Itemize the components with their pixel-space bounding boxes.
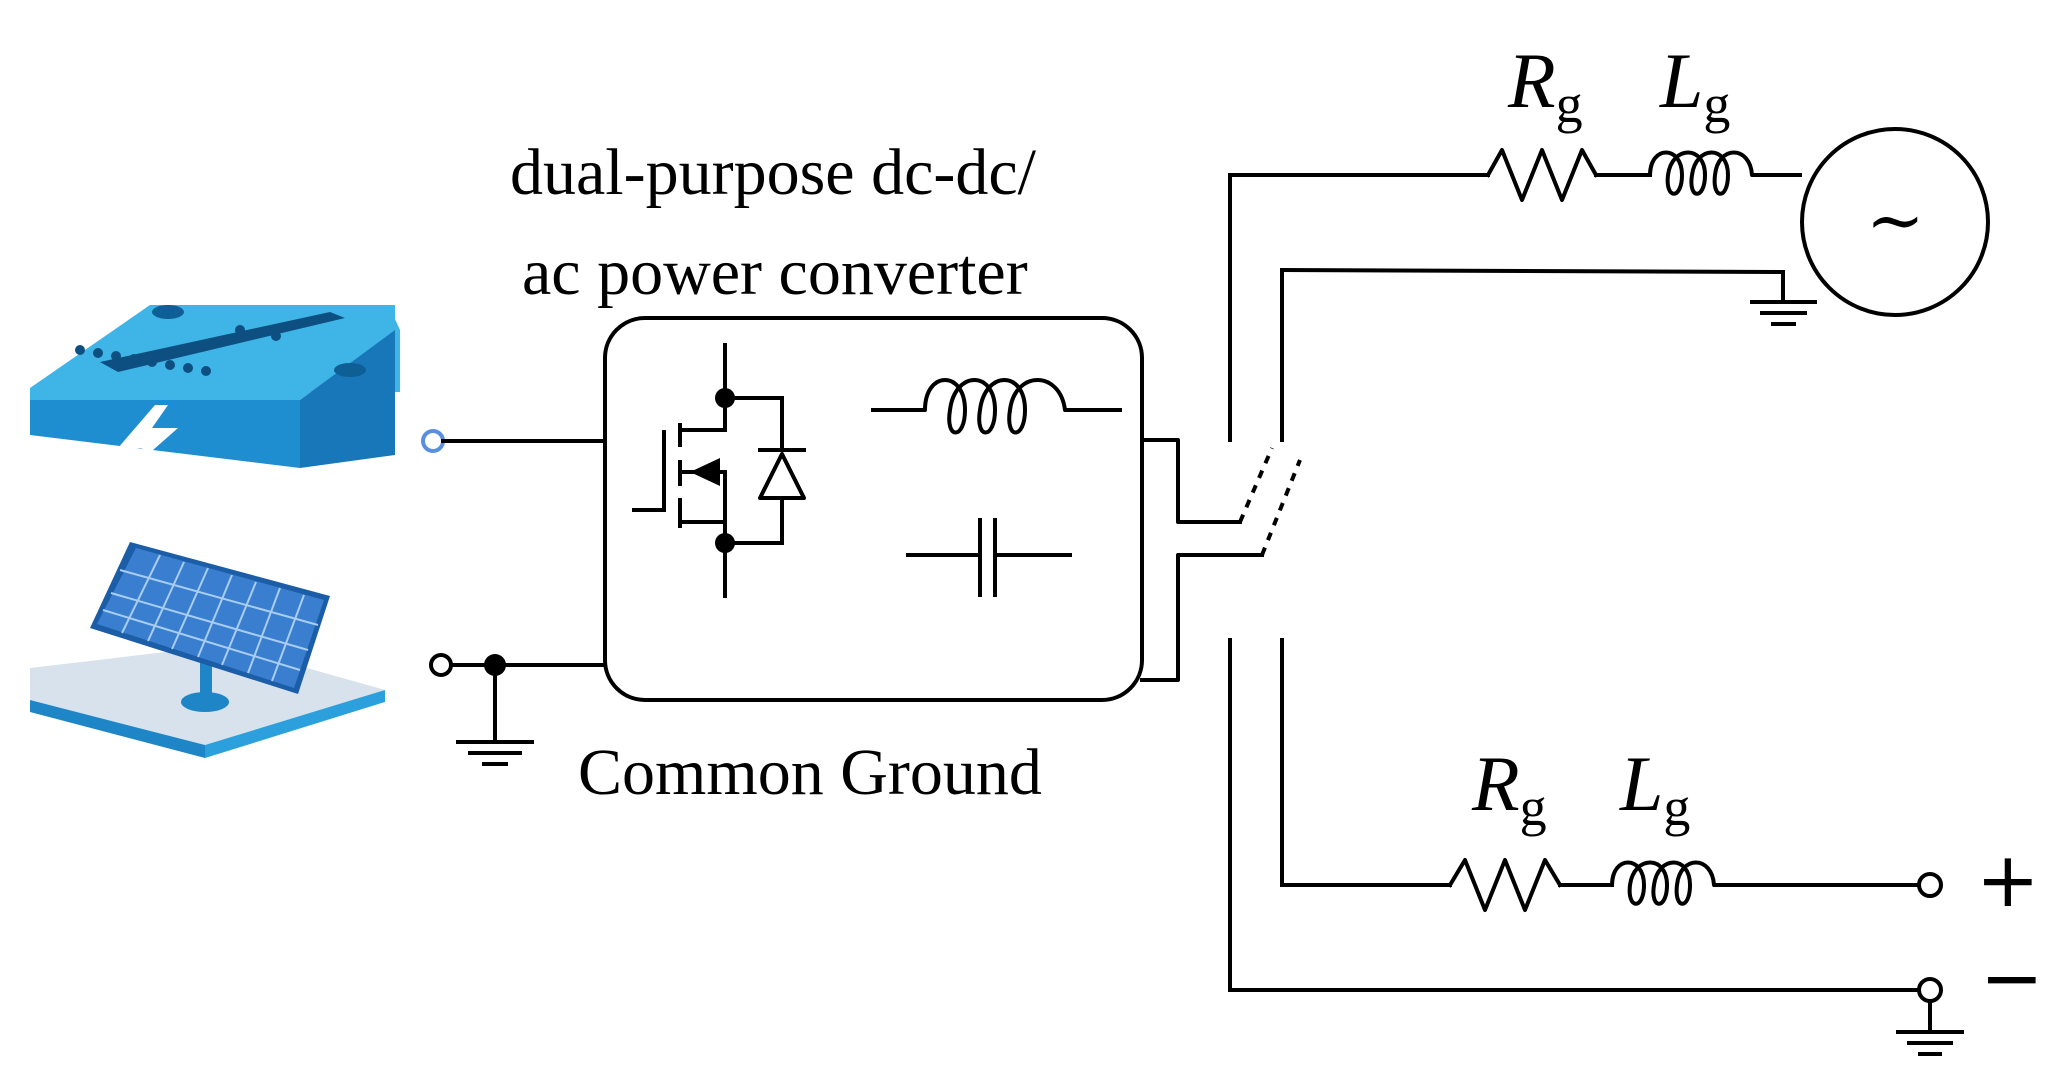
lightning-bolt-icon — [118, 405, 178, 472]
ac-source-tilde: ~ — [1866, 179, 1925, 261]
inductor-symbol-dc — [1609, 860, 1920, 906]
dc-branch — [1228, 858, 1964, 1056]
inductor-symbol-ac — [1647, 150, 1802, 196]
converter-box — [603, 316, 1144, 702]
capacitor-symbol — [906, 518, 1072, 597]
dc-terminal-negative — [1917, 977, 1943, 1003]
ac-resistor-label: Rg — [1508, 37, 1583, 135]
ground-symbol-ac — [1750, 300, 1817, 326]
battery-icon — [30, 305, 400, 472]
input-terminal-positive — [421, 429, 445, 453]
common-ground-label: Common Ground — [578, 736, 1042, 809]
ac-inductor-label: Lg — [1660, 37, 1731, 135]
plus-label: + — [1976, 835, 2040, 924]
selector-switch — [1228, 173, 1302, 992]
battery-side-face — [300, 330, 395, 468]
ground-symbol-dc — [1896, 1030, 1964, 1056]
resistor-symbol-dc — [1447, 858, 1563, 912]
solar-panel-icon — [30, 542, 385, 758]
mosfet-symbol — [632, 343, 735, 598]
dc-terminal-positive — [1917, 872, 1943, 898]
ground-symbol-left — [456, 740, 534, 766]
minus-label: − — [1980, 933, 2044, 1022]
ac-source-symbol — [1800, 127, 1990, 317]
dc-inductor-label: Lg — [1620, 740, 1691, 838]
dc-resistor-label: Rg — [1472, 740, 1547, 838]
diode-symbol — [723, 396, 806, 545]
inductor-symbol-converter — [871, 378, 1122, 435]
converter-title-line2: ac power converter — [522, 236, 1028, 309]
ac-branch — [1228, 127, 1990, 326]
resistor-symbol-ac — [1485, 148, 1599, 202]
converter-title-line1: dual-purpose dc-dc/ — [510, 136, 1036, 209]
converter-output-wires — [1140, 438, 1264, 682]
input-terminal-negative — [429, 653, 453, 677]
